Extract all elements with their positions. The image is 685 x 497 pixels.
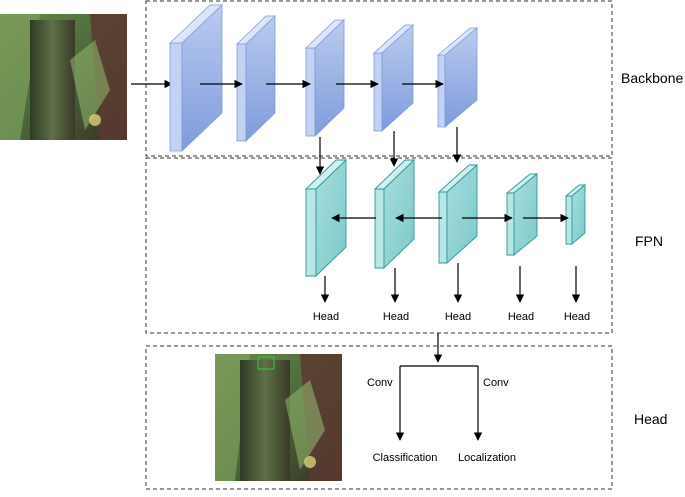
detection-photo [215, 354, 342, 481]
fpn-head-label: Head [383, 311, 409, 323]
fpn-head-label: Head [313, 311, 339, 323]
fpn-layer-5 [564, 184, 587, 245]
fpn-layer-4 [505, 173, 539, 256]
localization-label: Localization [458, 452, 516, 464]
backbone-box [145, 0, 613, 157]
backbone-layer-2 [236, 15, 276, 142]
input-photo [0, 14, 127, 140]
conv-label-right: Conv [483, 377, 509, 389]
fpn-head-label: Head [445, 311, 471, 323]
backbone-section-label: Backbone [621, 70, 683, 86]
fpn-layer-1 [304, 158, 348, 278]
detection-box [257, 356, 275, 370]
backbone-layer-5 [436, 27, 479, 128]
classification-label: Classification [373, 452, 438, 464]
fpn-section-label: FPN [635, 233, 663, 249]
fpn-head-label: Head [508, 311, 534, 323]
backbone-layer-1 [168, 4, 224, 152]
fpn-head-label: Head [564, 311, 590, 323]
head-section-label: Head [634, 411, 667, 427]
head-box [145, 345, 613, 490]
fpn-box [145, 157, 613, 334]
backbone-layer-4 [372, 24, 415, 132]
backbone-layer-3 [305, 19, 345, 137]
conv-label-left: Conv [367, 377, 393, 389]
fpn-layer-2 [373, 158, 416, 270]
fpn-layer-3 [437, 163, 479, 265]
